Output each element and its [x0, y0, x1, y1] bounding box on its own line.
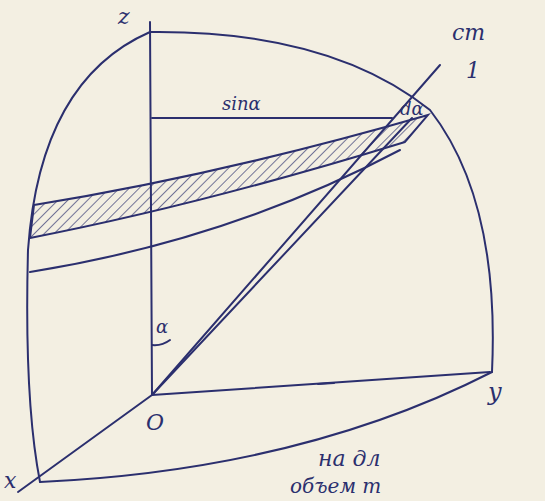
- handwritten-label: sinα: [222, 95, 261, 113]
- handwritten-label: α: [156, 318, 168, 336]
- handwritten-label: 1: [466, 60, 480, 82]
- handwritten-label: объем т: [290, 476, 381, 496]
- handwritten-label: на дл: [318, 448, 381, 470]
- handwritten-label: x: [4, 470, 16, 492]
- handwritten-label: O: [146, 412, 164, 434]
- handwritten-label: ст: [452, 22, 485, 44]
- handwritten-label: dα: [400, 100, 424, 118]
- handwritten-label: z: [118, 6, 130, 28]
- handwritten-label: y: [488, 380, 502, 404]
